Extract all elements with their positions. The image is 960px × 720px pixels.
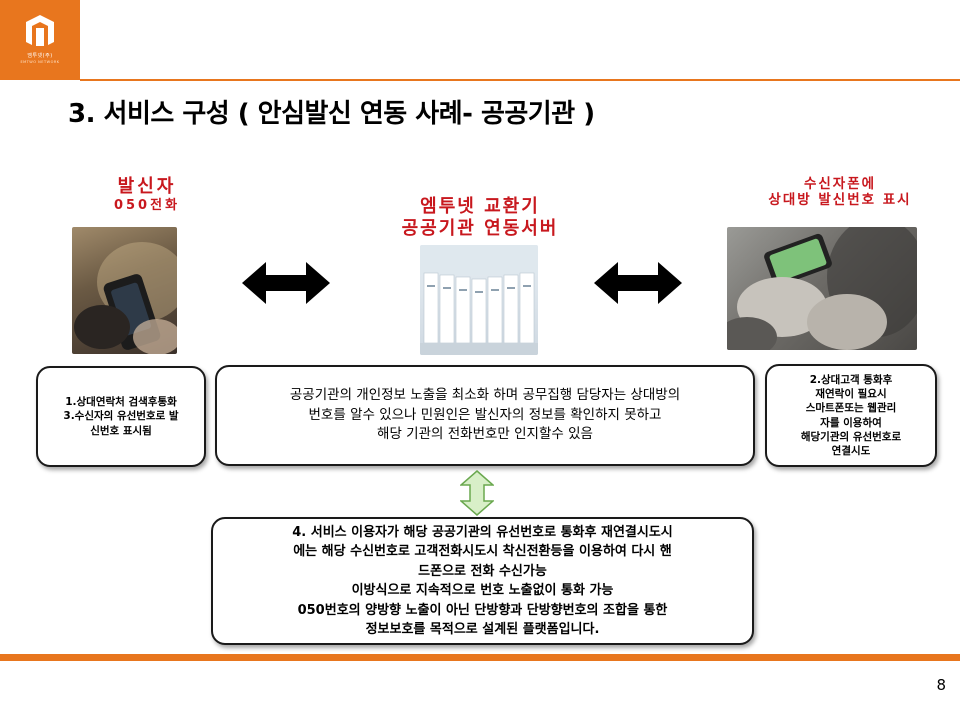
receiver-label-line1: 수신자폰에	[803, 176, 877, 192]
step-1-3-box: 1.상대연락처 검색후통화 3.수신자의 유선번호로 발 신번호 표시됨	[36, 366, 206, 467]
footer-rule	[0, 654, 960, 661]
step-4-line: 에는 해당 수신번호로 고객전화시도시 착신전환등을 이용하여 다시 핸	[293, 544, 672, 559]
step-4-line: 050번호의 양방향 노출이 아닌 단방향과 단방향번호의 조합을 통한	[297, 602, 668, 618]
step-box-left-line: 1.상대연락처 검색후통화	[65, 396, 177, 409]
caller-title: 발신자	[117, 176, 177, 197]
step-box-right-line: 재연락이 필요시	[815, 388, 887, 401]
right-double-arrow-icon	[594, 262, 682, 304]
step-box-right-line: 자를 이용하여	[820, 416, 882, 429]
logo-name: 엠투넷(주)	[27, 53, 53, 59]
green-vertical-arrow-icon	[460, 470, 494, 516]
company-logo: 엠투넷(주) EMTWO NETWORK	[0, 0, 80, 80]
step-box-left-line: 신번호 표시됨	[90, 424, 152, 437]
step-2-box: 2.상대고객 통화후 재연락이 필요시 스마트폰또는 웹관리 자를 이용하여 해…	[765, 364, 937, 467]
step-box-right-line: 연결시도	[831, 444, 871, 457]
privacy-description-line: 해당 기관의 전화번호만 인지할수 있음	[377, 426, 593, 443]
step-4-box: 4. 서비스 이용자가 해당 공공기관의 유선번호로 통화후 재연결시도시 에는…	[211, 517, 754, 645]
caller-label: 발신자 050전화	[72, 176, 222, 213]
step-4-line: 정보보호를 목적으로 설계된 플랫폼입니다.	[365, 622, 600, 637]
step-box-right-line: 해당기관의 유선번호로	[800, 430, 902, 443]
page-number: 8	[936, 676, 946, 694]
step-box-left-line: 3.수신자의 유선번호로 발	[63, 410, 179, 423]
slide-title: 3. 서비스 구성 ( 안심발신 연동 사례- 공공기관 )	[68, 99, 595, 129]
privacy-description-line: 번호를 알수 있으나 민원인은 발신자의 정보를 확인하지 못하고	[308, 406, 662, 423]
caller-phone-photo	[72, 227, 177, 354]
receiver-label-line2: 상대방 발신번호 표시	[768, 192, 912, 209]
step-4-line: 드폰으로 전화 수신가능	[418, 563, 547, 579]
receiver-label: 수신자폰에 상대방 발신번호 표시	[730, 176, 950, 208]
server-label: 엠투넷 교환기 공공기관 연동서버	[355, 196, 605, 239]
server-label-line2: 공공기관 연동서버	[401, 217, 559, 239]
header-rule	[80, 79, 960, 81]
caller-subtitle: 050전화	[113, 197, 181, 213]
receiver-phone-photo	[727, 227, 917, 350]
logo-subtitle: EMTWO NETWORK	[20, 60, 60, 64]
left-double-arrow-icon	[242, 262, 330, 304]
step-4-line: 4. 서비스 이용자가 해당 공공기관의 유선번호로 통화후 재연결시도시	[292, 524, 673, 540]
step-box-right-line: 스마트폰또는 웹관리	[805, 402, 897, 415]
step-box-right-line: 2.상대고객 통화후	[809, 373, 893, 386]
server-label-line1: 엠투넷 교환기	[420, 196, 540, 217]
logo-mark-icon	[26, 15, 54, 46]
privacy-description-box: 공공기관의 개인정보 노출을 최소화 하며 공무집행 담당자는 상대방의 번호를…	[215, 365, 755, 466]
server-rack-photo	[420, 245, 538, 355]
step-4-line: 이방식으로 지속적으로 번호 노출없이 통화 가능	[351, 583, 614, 598]
privacy-description-line: 공공기관의 개인정보 노출을 최소화 하며 공무집행 담당자는 상대방의	[289, 387, 681, 404]
